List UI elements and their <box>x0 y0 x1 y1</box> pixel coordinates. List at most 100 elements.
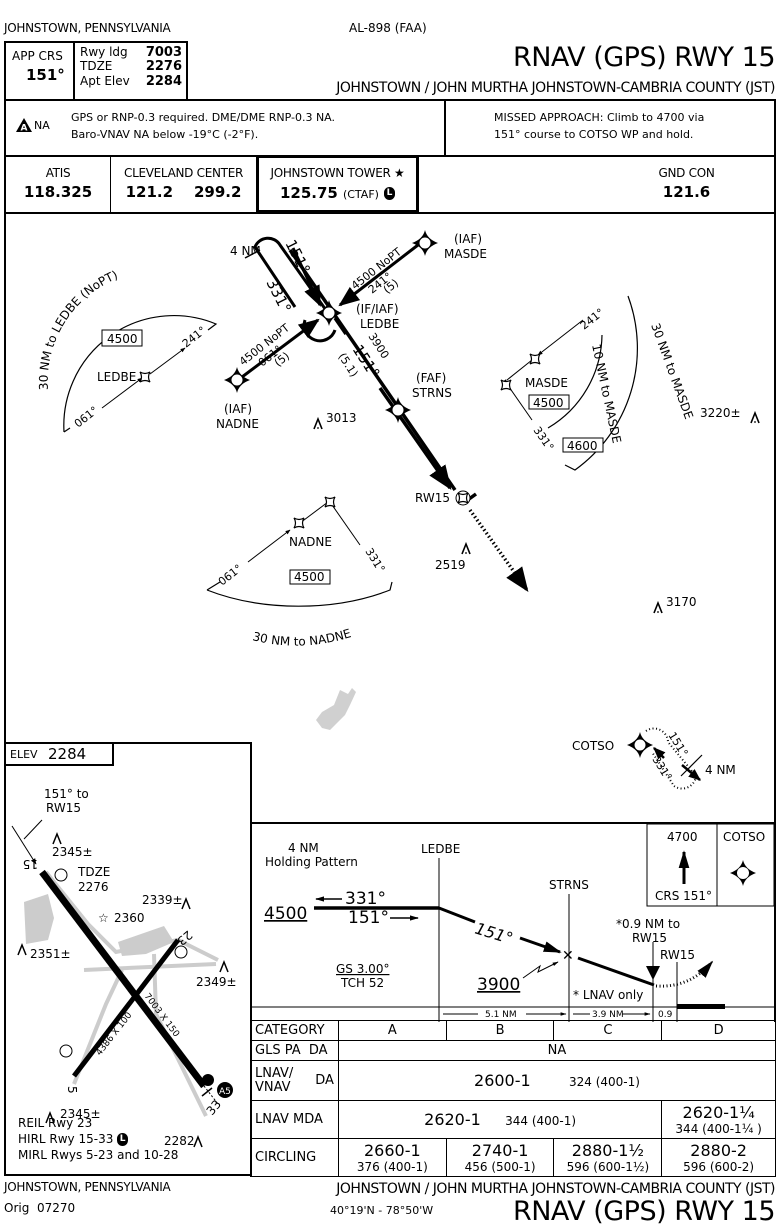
freq-johnstown-tower: JOHNSTOWN TOWER ★ 125.75 (CTAF) L <box>256 155 419 213</box>
missed-approach-line-1: MISSED APPROACH: Climb to 4700 via <box>494 111 705 124</box>
faf-fix-label: STRNS <box>412 386 452 400</box>
obstacle-3220-label: 3220± <box>700 406 741 420</box>
elev-label: ELEV <box>10 748 38 761</box>
freq-gnd-con: GND CON 121.6 <box>419 157 774 213</box>
freq-atis: ATIS 118.325 <box>6 157 110 213</box>
notes-line-2: Baro-VNAV NA below -19°C (-2°F). <box>71 128 259 141</box>
lnav-abc-value: 2620-1 <box>424 1110 481 1129</box>
footer-procedure-title: RNAV (GPS) RWY 15 <box>512 1196 776 1227</box>
minimums-table: CATEGORY A B C D GLS PA DA NA LNAV/ VNAV… <box>250 1020 777 1177</box>
circling-hat: 376 (400-1) <box>356 1160 428 1174</box>
category-a: A <box>337 1020 447 1041</box>
missed-approach-fix: COTSO <box>723 830 765 844</box>
ledbe-fix-label: LEDBE <box>360 317 399 331</box>
rwy-ldg-value: 7003 <box>145 45 182 60</box>
runway-5-23 <box>72 938 180 1078</box>
circling-value: 2880-1½ <box>571 1141 644 1160</box>
ledbe-role-label: (IF/IAF) <box>356 302 399 316</box>
taa-masde-10nm-label: 10 NM to MASDE <box>589 343 624 445</box>
profile-ledbe-label: LEDBE <box>421 842 460 856</box>
app-crs-label: APP CRS <box>12 49 63 63</box>
gls-value: NA <box>337 1040 777 1061</box>
taa-masde <box>500 295 638 471</box>
airport-diagram: ELEV 2284 ☆ A5 151° to <box>4 742 252 1176</box>
circling-hat: 596 (600-1½) <box>566 1160 650 1174</box>
rw15-label: RW15 <box>415 491 450 505</box>
hold-4nm-label: 4 NM <box>230 244 261 258</box>
lnav-mda-label: LNAV MDA <box>250 1100 339 1139</box>
tdze-label: TDZE <box>80 59 113 73</box>
taa-masde-inner-altitude: 4500 <box>533 396 564 410</box>
plan-view: 4 NM 151° 331° 4500 NoPT 241° (5) (IAF) … <box>4 213 776 823</box>
obstacle-icon <box>193 1134 203 1148</box>
profile-altitude-4500: 4500 <box>264 904 307 924</box>
distance-vdp-rw15: 0.9 <box>658 1010 673 1020</box>
obstacle-2519-label: 2519 <box>435 558 466 572</box>
lnav-d-value: 2620-1¼ <box>682 1103 755 1122</box>
approach-lighting-icon <box>217 1082 233 1098</box>
taa-nadne <box>206 496 393 607</box>
rotating-beacon-icon: ☆ <box>98 911 109 925</box>
holding-pattern-ledbe <box>253 236 330 314</box>
cotso-4nm-label: 4 NM <box>705 763 736 777</box>
category-c: C <box>553 1020 663 1041</box>
category-d: D <box>661 1020 776 1041</box>
table-row: LNAV/ VNAV DA 2600-1 324 (400-1) <box>250 1060 777 1101</box>
notes-line-1: GPS or RNP-0.3 required. DME/DME RNP-0.3… <box>71 111 335 124</box>
masde-feeder-leg <box>338 243 419 307</box>
taa-ledbe-altitude: 4500 <box>107 332 138 346</box>
approach-note-2: RW15 <box>46 801 81 815</box>
obstacle-icon <box>219 959 229 973</box>
airport-coordinates: 40°19'N - 78°50'W <box>330 1204 434 1217</box>
tdze-value: 2276 <box>78 880 109 894</box>
runway-15-label: 15 <box>23 857 38 871</box>
obstacle-3013-label: 3013 <box>326 411 357 425</box>
profile-course-331: 331° <box>345 889 386 909</box>
freq-value: 121.6 <box>662 183 711 201</box>
lighting-note-mirl: MIRL Rwys 5-23 and 10-28 <box>18 1148 179 1162</box>
lighting-note-reil: REIL Rwy 23 <box>18 1116 93 1130</box>
chart-location: JOHNSTOWN, PENNSYLVANIA <box>4 21 171 35</box>
cotso-fix-label: COTSO <box>572 739 614 753</box>
ctaf-label: (CTAF) <box>342 188 379 201</box>
obstacle-label: 2282 <box>164 1134 195 1148</box>
rw15-waypoint-icon <box>455 490 471 506</box>
nadne-fix-icon <box>223 366 251 394</box>
obstacle-label: 2349± <box>196 975 237 989</box>
obstacle-label: 2345± <box>52 845 93 859</box>
obstacle-icon <box>45 1110 55 1124</box>
airport-diagram-drawing: ☆ A5 151° to RW15 2345± TDZE 2276 2360 2… <box>11 787 237 1148</box>
distance-strns-vdp: 3.9 NM <box>592 1010 624 1020</box>
airport-name: JOHNSTOWN / JOHN MURTHA JOHNSTOWN-CAMBRI… <box>336 80 775 96</box>
profile-view: ✕ 4 NM Holding Pattern LEDBE STRNS 4500 … <box>250 822 776 1022</box>
profile-altitude-3900: 3900 <box>477 975 520 995</box>
obstacle-2519-icon <box>461 543 471 555</box>
profile-strns-label: STRNS <box>549 878 589 892</box>
category-label: CATEGORY <box>250 1020 339 1041</box>
vdp-note-line-1: *0.9 NM to <box>616 917 680 931</box>
svg-text:A: A <box>21 124 28 133</box>
taa-nadne-course-061: 061° <box>216 562 245 589</box>
circling-label: CIRCLING <box>250 1138 339 1177</box>
cotso-outbound-course: 331° <box>649 754 674 783</box>
taa-ledbe-course-241: 241° <box>180 324 209 351</box>
hold-outbound-course: 331° <box>262 276 294 316</box>
lnav-d-hat: 344 (400-1¼ ) <box>675 1122 762 1136</box>
circling-value: 2660-1 <box>364 1141 421 1160</box>
nadne-feeder-leg <box>237 318 320 382</box>
freq-label: GND CON <box>658 166 715 180</box>
lnav-vnav-value-cell: 2600-1 324 (400-1) <box>337 1060 777 1101</box>
lnav-vnav-hat: 324 (400-1) <box>568 1075 640 1089</box>
freq-cleveland-center: CLEVELAND CENTER 121.2 299.2 <box>111 157 256 213</box>
amendment-number: Orig 07270 <box>4 1201 76 1215</box>
lnav-vnav-label: LNAV/ VNAV DA <box>250 1060 339 1101</box>
taa-ledbe-course-061: 061° <box>72 404 101 431</box>
hold-label-line-1: 4 NM <box>288 841 319 855</box>
table-row: GLS PA DA NA <box>250 1040 777 1061</box>
profile-rw15-label: RW15 <box>660 948 695 962</box>
beacon-elevation: 2360 <box>114 911 145 925</box>
missed-approach-path <box>655 960 714 988</box>
freq-value: 118.325 <box>23 183 93 201</box>
